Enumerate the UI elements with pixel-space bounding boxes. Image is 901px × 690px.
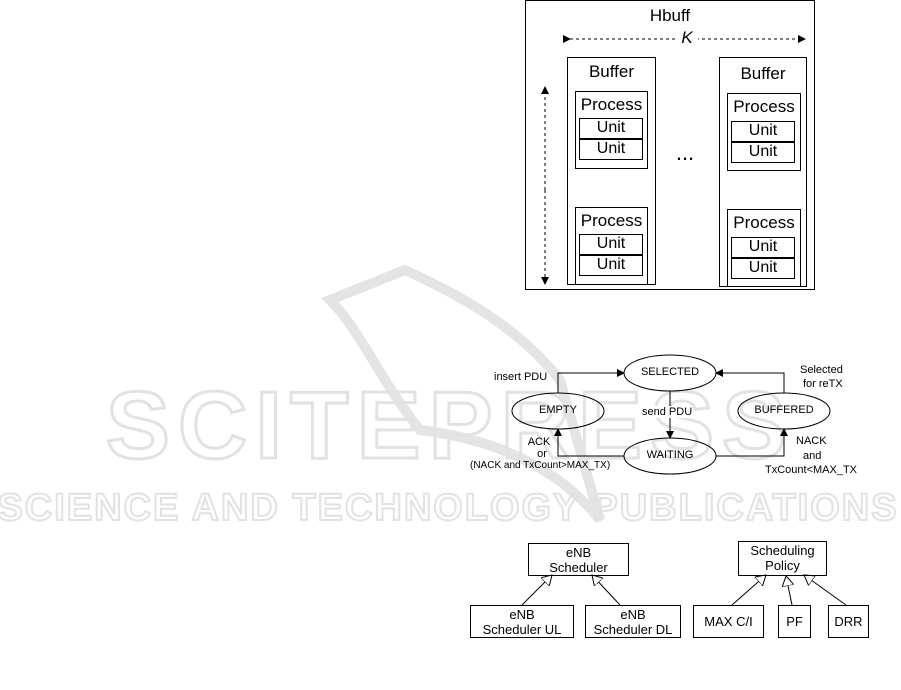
unit-cell: Unit	[579, 234, 643, 255]
buffer-left-title: Buffer	[588, 62, 635, 81]
process-left-bottom: Process Unit Unit	[575, 207, 648, 285]
process-right-top: Process Unit Unit	[727, 93, 801, 171]
state-buffered-label: BUFFERED	[754, 404, 814, 416]
edge-ack	[554, 428, 624, 457]
uml-scheduling-policy: Scheduling Policy	[738, 541, 827, 576]
process-right-bottom: Process Unit Unit	[727, 209, 801, 287]
hbuff-frame	[525, 0, 815, 290]
unit-cell: Unit	[579, 118, 643, 139]
process-title: Process	[580, 95, 643, 114]
uml-drr: DRR	[828, 605, 869, 638]
ellipsis: ...	[675, 140, 695, 165]
process-title: Process	[580, 211, 643, 230]
watermark-text-main: SCITEPRESS	[106, 372, 794, 479]
uml-enb-scheduler: eNB Scheduler	[528, 543, 629, 576]
process-title: Process	[733, 97, 795, 116]
label-nack-2: and	[803, 450, 822, 462]
uml-ul-inherit	[521, 575, 552, 606]
unit-cell: Unit	[579, 139, 643, 160]
uml-dl-l1: eNB	[620, 607, 646, 622]
buffer-right-title: Buffer	[740, 64, 786, 83]
label-selected-retx-1: Selected	[800, 364, 843, 376]
uml-pf: PF	[778, 605, 811, 638]
unit-cell: Unit	[731, 237, 795, 258]
process-title: Process	[733, 213, 795, 232]
uml-enb-scheduler-l2: Scheduler	[549, 560, 608, 575]
uml-drr-inherit	[804, 575, 847, 606]
label-nack-3: TxCount<MAX_TX	[765, 464, 858, 476]
uml-enb-scheduler-l1: eNB	[565, 545, 592, 560]
k-label: K	[676, 28, 698, 48]
label-nack-1: NACK	[796, 435, 827, 447]
edge-insert-pdu	[557, 369, 625, 393]
unit-cell: Unit	[731, 142, 795, 163]
unit-cell: Unit	[579, 255, 643, 276]
state-empty-label: EMPTY	[539, 404, 577, 416]
uml-enb-scheduler-ul: eNB Scheduler UL	[470, 605, 574, 638]
label-selected-retx-2: for reTX	[803, 378, 843, 390]
watermark-text-sub: SCIENCE AND TECHNOLOGY PUBLICATIONS	[0, 487, 899, 529]
label-ack-3: (NACK and TxCount>MAX_TX)	[470, 460, 611, 471]
uml-policy-l2: Policy	[765, 558, 800, 573]
buffer-left: Buffer Process Unit Unit Process Unit Un…	[567, 57, 656, 285]
unit-cell: Unit	[731, 121, 795, 142]
label-send-pdu: send PDU	[642, 406, 693, 418]
uml-ul-l2: Scheduler UL	[482, 622, 562, 637]
uml-dl-inherit	[592, 575, 621, 606]
label-ack-1: ACK	[527, 436, 551, 448]
uml-policy-l1: Scheduling	[750, 543, 815, 558]
unit-cell: Unit	[731, 258, 795, 279]
label-insert-pdu: insert PDU	[494, 371, 548, 383]
uml-maxci-inherit	[731, 575, 766, 606]
uml-enb-scheduler-dl: eNB Scheduler DL	[585, 605, 681, 638]
process-left-top: Process Unit Unit	[575, 91, 648, 169]
hbuff-title: Hbuff	[649, 6, 691, 25]
edge-nack	[716, 428, 788, 457]
uml-pf-inherit	[786, 576, 792, 606]
label-ack-2: or	[537, 448, 547, 460]
state-waiting-label: WAITING	[646, 449, 694, 461]
watermark-book-shape	[321, 264, 605, 524]
state-selected-label: SELECTED	[640, 366, 700, 378]
uml-ul-l1: eNB	[509, 607, 535, 622]
buffer-right: Buffer Process Unit Unit Process Unit Un…	[719, 57, 807, 287]
uml-maxci: MAX C/I	[693, 605, 764, 638]
edge-selected-retx	[715, 369, 785, 393]
uml-dl-l2: Scheduler DL	[593, 622, 673, 637]
